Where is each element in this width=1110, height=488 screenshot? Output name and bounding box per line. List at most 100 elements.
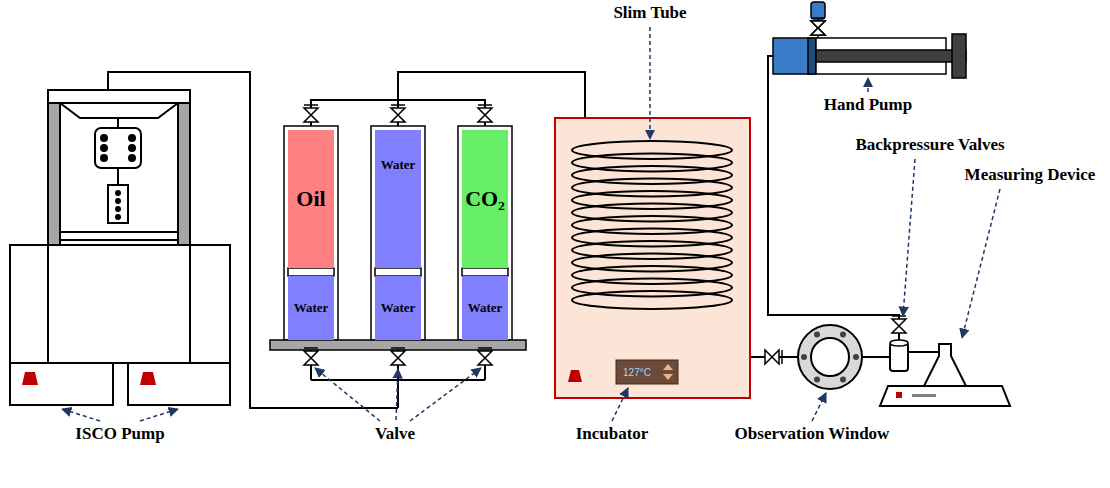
node-label: Water (381, 158, 416, 172)
piston (462, 268, 508, 276)
pump-column (178, 103, 190, 245)
piston (288, 268, 334, 276)
bolt (853, 354, 859, 360)
pump-dot (116, 207, 120, 211)
top-manifold (311, 72, 585, 145)
bolt (801, 354, 807, 360)
valve-symbol (304, 105, 318, 122)
coil-loop (572, 291, 732, 309)
pump-column (48, 103, 60, 245)
pump-piston-block (108, 185, 128, 223)
indicator-light (140, 372, 156, 385)
leader-arrow (315, 368, 380, 421)
bolt (814, 332, 820, 338)
bolt (840, 332, 846, 338)
leader-arrow (867, 78, 869, 92)
water-chamber: Water (288, 276, 334, 340)
window-ring (798, 325, 862, 389)
pump-rod (117, 168, 119, 185)
oil-chamber: Oil (288, 130, 334, 268)
pump-dot (101, 145, 107, 151)
pump-rod (117, 118, 119, 128)
pump-shelf (60, 232, 178, 240)
leader-arrow (812, 393, 826, 421)
indicator-light (568, 370, 582, 382)
leader-arrow (140, 409, 178, 421)
leader-arrow (612, 388, 628, 421)
hand-pump (773, 2, 966, 78)
node-label: Water (294, 301, 329, 315)
leader-arrow (62, 409, 100, 421)
pipework (108, 56, 945, 408)
window-glass (811, 338, 849, 376)
outlet-pipe (862, 356, 890, 358)
pump-dot (101, 135, 107, 141)
valve-symbol (765, 350, 782, 364)
node-label: 127°C (623, 367, 651, 378)
node-label: Water (468, 301, 503, 315)
pump-dot (129, 135, 135, 141)
backpressure-valve-cap (890, 340, 908, 346)
cylinders (270, 126, 526, 350)
pump-controller (128, 363, 230, 405)
pump-yoke (60, 103, 178, 118)
leader-arrow (649, 27, 651, 139)
pump-dot (129, 155, 135, 161)
isco-pump (10, 90, 230, 405)
pump-dot (101, 155, 107, 161)
leader-lines (62, 27, 1000, 421)
temperature-display: 127°C (619, 363, 655, 381)
valve-symbol (478, 348, 492, 365)
indicator-light (22, 372, 38, 385)
incubator-box (555, 118, 750, 398)
display-panel (616, 360, 678, 384)
pump-head (773, 38, 813, 74)
balance-display (912, 394, 936, 397)
reservoir (811, 2, 825, 19)
pump-body-line (47, 245, 49, 363)
valve-symbol (391, 105, 405, 122)
pump-seal (808, 38, 816, 74)
callout-label: Measuring Device (965, 165, 1096, 185)
down-arrow-button (663, 374, 673, 380)
valve-symbol (811, 18, 825, 35)
node-label: CO₂ (465, 187, 505, 211)
node-label: Water (381, 301, 416, 315)
slim-tube-coil (572, 141, 732, 309)
oil-cylinder (284, 126, 338, 340)
bolt (840, 377, 846, 383)
pump-dot (116, 191, 120, 195)
pump-body (10, 245, 230, 363)
leader-arrow (396, 369, 398, 420)
water-chamber: Water (375, 276, 421, 340)
callout-label: Slim Tube (613, 3, 686, 23)
leader-arrow (903, 159, 915, 316)
pump-body-line (189, 245, 191, 363)
callout-label: Observation Window (735, 424, 890, 444)
callout-label: Backpressure Valves (855, 135, 1004, 155)
callout-label: ISCO Pump (75, 424, 164, 444)
callout-label: Valve (375, 424, 415, 444)
water-chamber: Water (462, 276, 508, 340)
balance (880, 386, 1010, 406)
indicator-light (896, 392, 902, 398)
pump-dot (116, 199, 120, 203)
backpressure-valve (890, 343, 908, 371)
water-cylinder (371, 126, 425, 340)
piston (375, 268, 421, 276)
pump-pipe (108, 72, 398, 408)
flask (924, 344, 966, 386)
pump-dot (116, 215, 120, 219)
leader-arrow (410, 368, 481, 421)
callout-label: Hand Pump (824, 95, 912, 115)
observation-window (798, 325, 862, 389)
node-label: Oil (296, 187, 325, 211)
pump-rod (816, 50, 966, 62)
bolt (814, 377, 820, 383)
valve-symbol (478, 105, 492, 122)
pump-gearbox (95, 128, 141, 168)
